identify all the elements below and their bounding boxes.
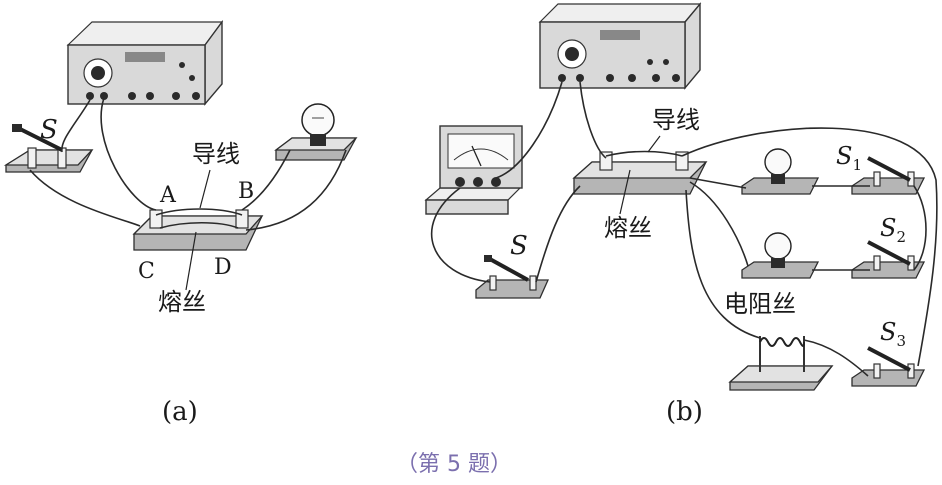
switch-label-a: S [40,115,58,145]
knife-switch-b-1 [851,156,926,195]
wire-b-4 [535,185,581,283]
figure-a: S 导线 A B C D 熔丝 [3,19,358,427]
fuse-label-b: 熔丝 [604,214,652,242]
caption-a: (a) [162,397,198,427]
point-d-label: D [214,255,232,280]
wire-b-6 [689,177,747,189]
switch-label-b-2-s: S [880,214,896,242]
lamp-b-1 [741,148,820,195]
wire-b-7 [689,181,749,267]
point-b-label: B [238,179,254,204]
wire-b-11 [803,339,869,377]
wire-a-4 [245,149,347,231]
switch-label-b-3: S3 [880,318,906,350]
power-supply-a [66,19,224,106]
knife-switch-b-3 [851,346,926,387]
switch-label-b-1-s: S [836,142,852,170]
resistor-label-b: 电阻丝 [724,290,796,318]
ammeter-b [424,125,523,215]
switch-label-b-2-sub: 2 [896,228,906,246]
wire-a-1 [100,97,157,211]
wire-label-a: 导线 [192,140,240,168]
resistor-wire-b [728,336,834,391]
wire-b-2 [579,81,607,159]
fuse-board-a [132,208,264,251]
wire-b-5 [681,127,938,367]
lamp-a [274,103,358,161]
switch-label-b-2: S2 [880,214,906,246]
point-a-label: A [159,183,177,208]
lamp-b-2 [741,232,820,279]
switch-label-b-main: S [510,231,528,261]
wire-b-1 [495,81,563,179]
wire-label-b: 导线 [652,106,700,134]
switch-label-b-1-sub: 1 [852,156,862,174]
wire-b-12 [913,185,927,271]
switch-label-b-3-sub: 3 [896,332,906,350]
fuse-label-a: 熔丝 [158,288,206,316]
knife-switch-b-2 [851,240,926,279]
wire-b-8 [685,189,761,339]
wire-b-3 [431,187,491,283]
caption-b: (b) [666,397,703,427]
figure-b: S 电阻丝 [424,2,938,427]
knife-switch-b-main [475,255,550,299]
wire-a-2 [61,99,91,153]
switch-label-b-1: S1 [836,142,862,174]
knife-switch-a [3,124,94,173]
wire-a-3 [29,169,141,227]
wire-a-5 [241,149,291,211]
power-supply-b [538,2,702,90]
switch-label-b-3-s: S [880,318,896,346]
point-c-label: C [138,259,155,284]
fuse-board-b [572,150,708,195]
figure-caption: （第 5 题） [396,452,512,477]
